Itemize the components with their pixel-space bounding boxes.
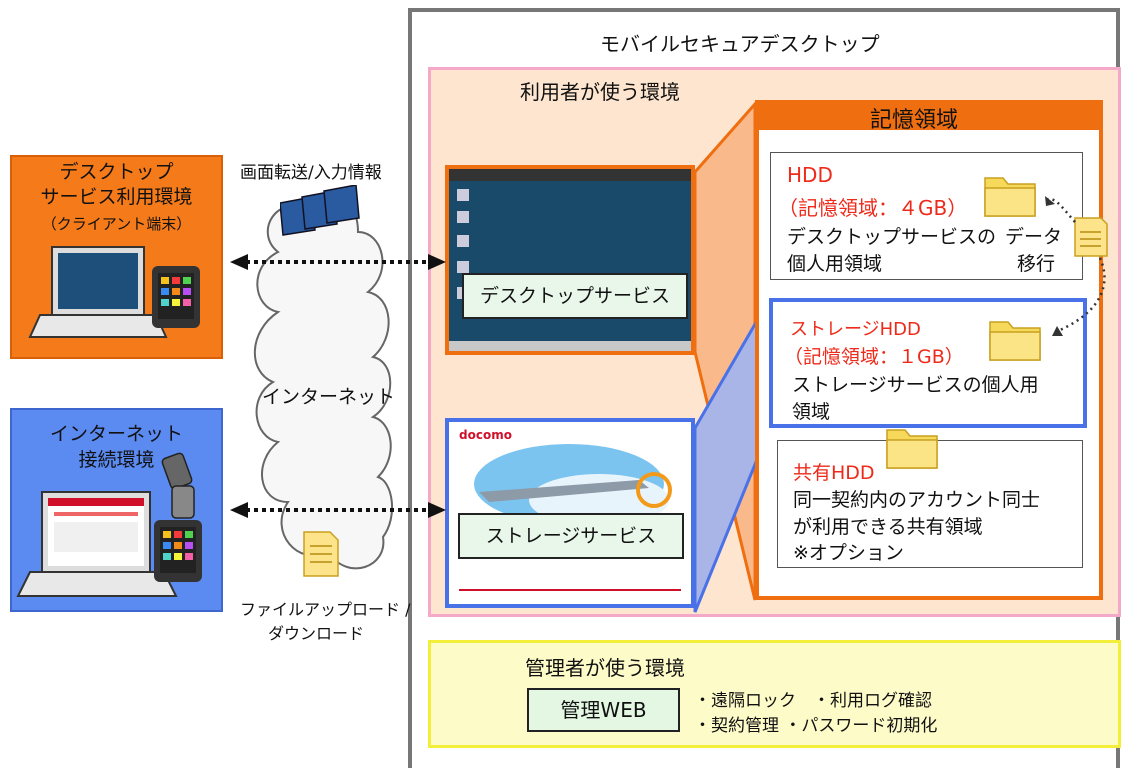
user-environment-title: 利用者が使う環境 — [520, 80, 680, 104]
file-label-line1: ファイルアップロード / — [240, 600, 411, 619]
internet-label: インターネット — [262, 386, 396, 408]
folder-icon — [989, 321, 1041, 361]
admin-features-line1: ・遠隔ロック ・利用ログ確認 — [694, 691, 932, 711]
smartphone-icon — [154, 520, 202, 582]
document-icon — [303, 531, 339, 577]
migration-line1: データ — [1005, 226, 1063, 248]
client-devices — [16, 246, 202, 597]
file-label-line2: ダウンロード — [268, 624, 365, 643]
hdd-desc-line2: 個人用領域 — [787, 253, 883, 275]
storage-area-header — [755, 100, 1103, 130]
arrow-head-icon — [1045, 196, 1055, 206]
admin-web-button[interactable]: 管理WEB — [527, 688, 680, 732]
flip-phone-icon — [161, 452, 195, 519]
storage-hdd-name: ストレージHDD — [790, 319, 921, 340]
storage-hdd-capacity: （記憶領域：１GB） — [784, 346, 964, 368]
smartphone-icon — [152, 266, 200, 328]
desktop-env-line3: （クライアント端末） — [41, 215, 192, 233]
folder-icon — [886, 429, 938, 469]
desktop-service-screenshot — [445, 165, 695, 355]
docomo-logo: docomo — [459, 428, 512, 442]
shared-hdd-name: 共有HDD — [793, 462, 875, 484]
storage-hdd-desc-line1: ストレージサービスの個人用 — [792, 374, 1039, 396]
cloud-icon — [253, 195, 394, 570]
shared-hdd-desc-line2: が利用できる共有領域 — [793, 516, 983, 538]
laptop-icon — [16, 491, 178, 597]
screen-stack-icon — [280, 185, 360, 236]
shared-hdd-desc-line3: ※オプション — [793, 542, 904, 564]
taskbar — [449, 341, 691, 351]
storage-hdd-desc-line2: 領域 — [792, 401, 831, 423]
desktop-env-line2: サービス利用環境 — [40, 186, 193, 208]
desktop-env-line1: デスクトップ — [59, 161, 174, 183]
document-icon — [1074, 217, 1108, 257]
admin-environment-title: 管理者が使う環境 — [525, 656, 685, 680]
arrow-head-icon — [1052, 326, 1063, 336]
desktop-service-button[interactable]: デスクトップサービス — [462, 273, 688, 319]
admin-features-line2: ・契約管理 ・パスワード初期化 — [694, 716, 938, 736]
window-title-bar — [449, 169, 691, 181]
page-title: モバイルセキュアデスクトップ — [600, 32, 880, 56]
internet-env-line1: インターネット — [49, 423, 183, 445]
laptop-icon — [28, 246, 168, 338]
migration-line2: 移行 — [1017, 253, 1056, 275]
hdd-desc-line1: デスクトップサービスの — [787, 226, 997, 248]
transfer-label: 画面転送/入力情報 — [240, 163, 382, 183]
internet-env-line2: 接続環境 — [78, 449, 155, 471]
hdd-capacity: （記憶領域：４GB） — [778, 196, 968, 220]
storage-area-title: 記憶領域 — [870, 108, 959, 133]
shared-hdd-desc-line1: 同一契約内のアカウント同士 — [793, 489, 1041, 511]
storage-hdd-box — [769, 298, 1087, 428]
folder-icon — [984, 177, 1036, 217]
storage-connection-arrow — [230, 502, 446, 518]
storage-service-button[interactable]: ストレージサービス — [458, 513, 684, 559]
desktop-connection-arrow — [230, 254, 446, 270]
hdd-name: HDD — [787, 163, 833, 187]
